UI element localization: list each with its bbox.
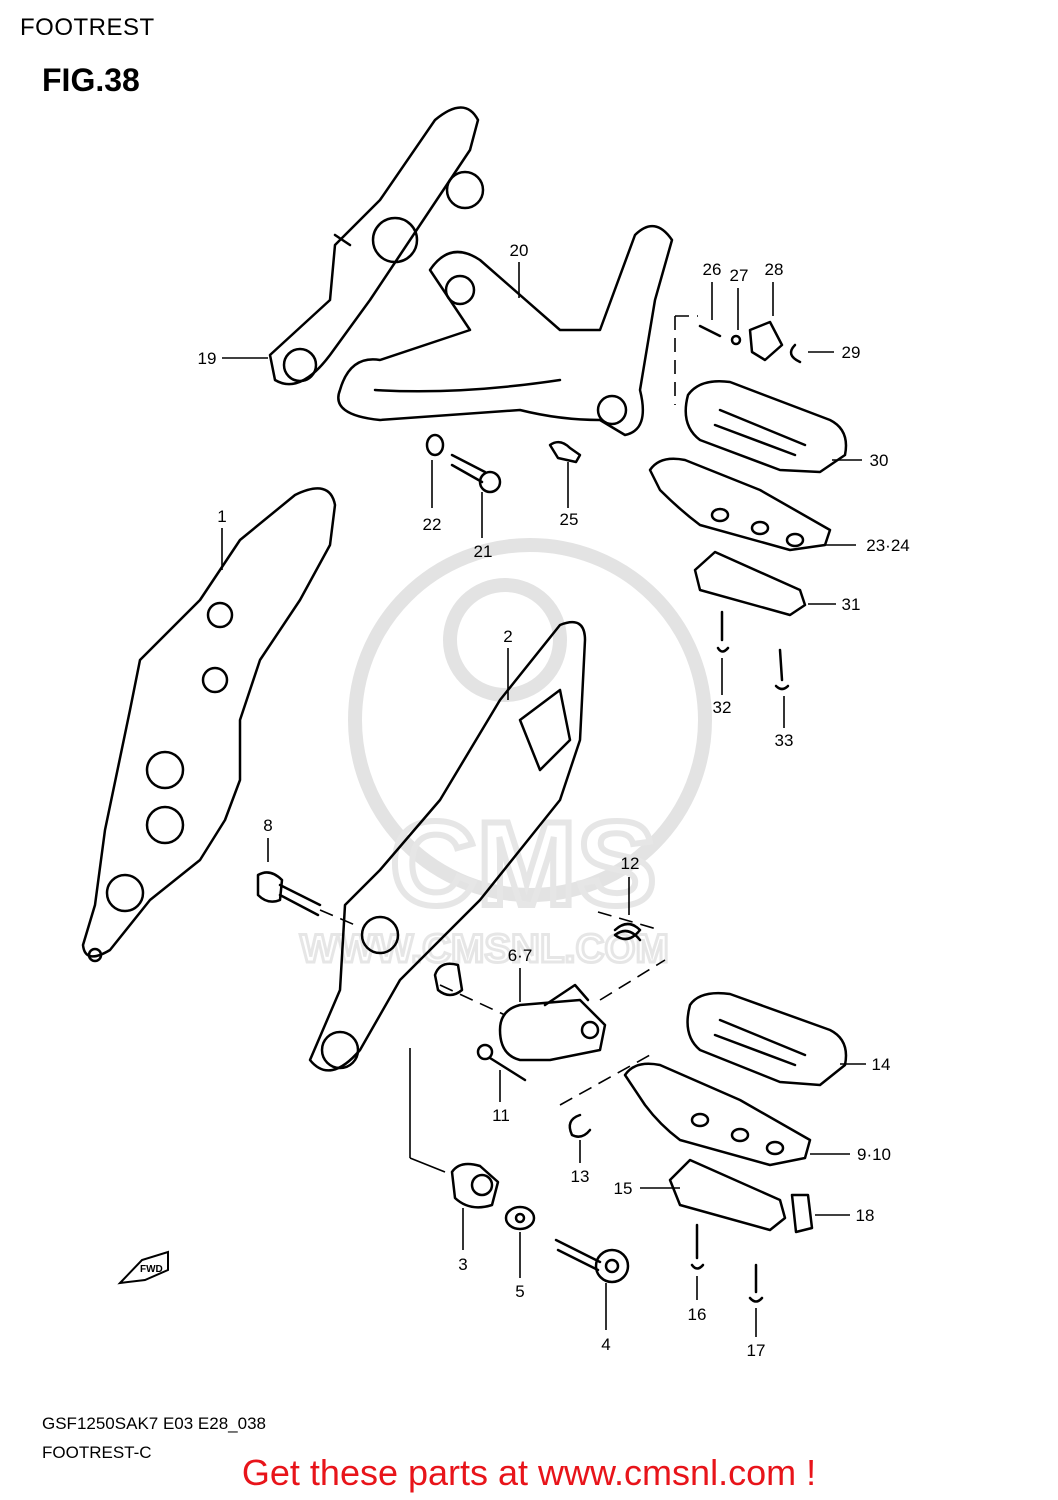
callout-16: 16: [688, 1305, 707, 1324]
callout-26: 26: [703, 260, 722, 279]
callout-17: 17: [747, 1341, 766, 1360]
fwd-label: FWD: [140, 1264, 163, 1275]
footpeg-part-23-24: [648, 457, 832, 552]
callout-27: 27: [730, 266, 749, 285]
footpeg-plate-part-31: [693, 550, 807, 617]
model-code: GSF1250SAK7 E03 E28_038: [42, 1414, 266, 1433]
fwd-arrow-icon: FWD: [117, 1250, 169, 1285]
callout-1: 1: [217, 507, 226, 526]
bolt-part-8: [256, 871, 322, 917]
callout-31: 31: [842, 595, 861, 614]
footrest-bracket-part-2: [308, 620, 587, 1072]
washer-part-5: [504, 1205, 536, 1231]
figure-label: FIG.38: [42, 62, 140, 98]
footrest-bracket-part-1: [81, 487, 337, 963]
callout-18: 18: [856, 1206, 875, 1225]
callout-19: 19: [198, 349, 217, 368]
callout-29: 29: [842, 343, 861, 362]
callout-5: 5: [515, 1282, 524, 1301]
assembly-lines: [319, 315, 698, 1106]
callout-9-10: 9·10: [857, 1145, 891, 1164]
diagram-caption: FOOTREST-C: [42, 1443, 152, 1462]
watermark-logo: CMS WWW.CMSNL.COM: [299, 538, 712, 973]
callout-22: 22: [423, 515, 442, 534]
small-parts-upper: [425, 320, 814, 1303]
footpeg-part-9-10: [623, 1062, 812, 1167]
footpeg-rubber-part-30: [684, 380, 848, 474]
callout-11: 11: [492, 1106, 510, 1125]
callout-2: 2: [503, 627, 512, 646]
promo-link[interactable]: Get these parts at www.cmsnl.com !: [241, 1452, 817, 1493]
footpeg-plate-part-15: [668, 1158, 787, 1232]
leader-lines: [221, 262, 866, 1337]
clip-part-13: [568, 1113, 592, 1138]
pin-part-11: [476, 1043, 527, 1082]
section-title: FOOTREST: [20, 14, 155, 41]
callout-25: 25: [560, 510, 579, 529]
callout-21: 21: [474, 542, 493, 561]
callout-15: 15: [614, 1179, 633, 1198]
callout-3: 3: [458, 1255, 467, 1274]
callout-13: 13: [571, 1167, 590, 1186]
watermark-logo-text: CMS: [390, 797, 657, 931]
collar-part-3: [450, 1162, 500, 1209]
callout-23-24: 23·24: [866, 536, 909, 555]
pivot-part-6-7: [433, 962, 607, 1062]
callout-33: 33: [775, 731, 794, 750]
callout-4: 4: [601, 1335, 610, 1354]
callout-14: 14: [872, 1055, 891, 1074]
footpeg-rubber-part-14: [686, 991, 848, 1087]
spring-part-12: [613, 922, 642, 942]
callout-28: 28: [765, 260, 784, 279]
callout-32: 32: [713, 698, 732, 717]
callout-6-7: 6·7: [508, 946, 533, 965]
rear-bracket-left-part-19: [268, 106, 485, 386]
callout-30: 30: [870, 451, 889, 470]
callout-20: 20: [510, 241, 529, 260]
callout-numbers: 19 20 1 2 8 22 21 25 26 27 28 29 30 23·2…: [198, 241, 910, 1360]
watermark-url-text: WWW.CMSNL.COM: [300, 927, 669, 971]
rear-bracket-right-part-20: [337, 225, 674, 437]
callout-8: 8: [263, 816, 272, 835]
callout-12: 12: [621, 854, 640, 873]
bolt-part-4: [554, 1238, 630, 1284]
